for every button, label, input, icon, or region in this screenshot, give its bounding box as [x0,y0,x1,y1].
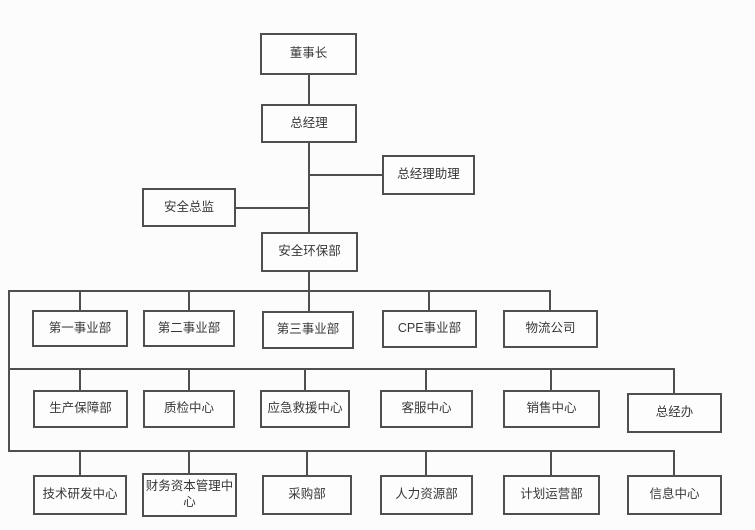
org-node-customer-service: 客服中心 [380,390,473,428]
org-node-gm-assistant: 总经理助理 [382,155,475,195]
org-node-emergency-rescue: 应急救援中心 [260,390,350,428]
connector-drop-planning [550,450,552,475]
org-node-tech-rd-center: 技术研发中心 [33,475,127,515]
org-node-production-support: 生产保障部 [33,390,128,428]
org-node-info-center: 信息中心 [627,475,722,515]
org-node-division-3: 第三事业部 [262,311,354,349]
org-node-quality-center: 质检中心 [143,390,235,428]
connector-drop-division1 [79,290,81,310]
org-node-division-2: 第二事业部 [143,310,235,347]
org-node-safety-env-dept: 安全环保部 [261,232,358,272]
org-node-purchasing-dept: 采购部 [262,475,352,515]
org-node-general-manager: 总经理 [261,104,357,143]
org-node-logistics-company: 物流公司 [503,310,598,348]
connector-drop-sales [550,368,552,390]
connector-bus3 [8,450,675,452]
org-node-chairman: 董事长 [260,33,357,75]
connector-branch-gm-assistant [310,174,382,176]
connector-drop-info [673,450,675,475]
connector-drop-production [79,368,81,390]
connector-drop-cpe [428,290,430,310]
connector-drop-service [425,368,427,390]
connector-drop-quality [188,368,190,390]
org-node-planning-operations: 计划运营部 [503,475,600,515]
org-node-finance-capital-center: 财务资本管理中 心 [142,473,237,517]
connector-drop-finance [188,450,190,473]
org-node-sales-center: 销售中心 [503,390,600,428]
org-node-division-1: 第一事业部 [32,310,128,347]
connector-drop-logistics [549,290,551,310]
connector-drop-gm-office [673,368,675,393]
connector-left-rail [8,290,10,452]
org-node-cpe-division: CPE事业部 [382,310,477,348]
connector-drop-division2 [188,290,190,310]
connector-bus1 [8,290,551,292]
org-node-gm-office: 总经办 [627,393,722,433]
org-node-hr-dept: 人力资源部 [380,475,473,515]
connector-gm-trunk [308,143,310,232]
connector-drop-tech-rd [79,450,81,475]
connector-drop-hr [425,450,427,475]
connector-drop-emergency [304,368,306,390]
connector-drop-purchasing [306,450,308,475]
connector-chairman-gm [308,75,310,104]
org-node-safety-director: 安全总监 [142,188,236,227]
connector-branch-safety-director [236,207,308,209]
connector-bus2 [8,368,675,370]
